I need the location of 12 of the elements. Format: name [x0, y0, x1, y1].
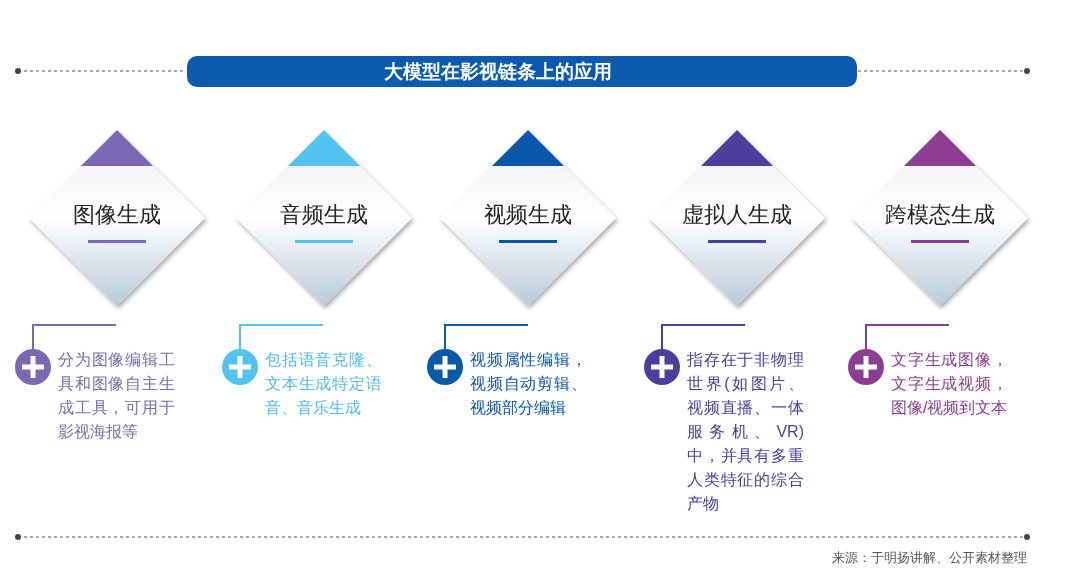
description-text: 指存在于非物理世界(如图片、视频直播、一体服务机、VR)中，并具有多重人类特征的综合产物 — [687, 350, 804, 514]
description-text: 分为图像编辑工具和图像自主生成工具，可用于影视海报等 — [58, 350, 175, 442]
source-caption: 来源：于明扬讲解、公开素材整理 — [832, 549, 1027, 567]
diamond-heading: 跨模态生成 — [884, 201, 996, 229]
diamond-heading: 视频生成 — [483, 201, 573, 229]
description-text: 包括语音克隆、文本生成特定语音、音乐生成 — [265, 350, 382, 418]
diamond-heading: 图像生成 — [72, 201, 162, 229]
description-text: 视频属性编辑，视频自动剪辑、视频部分编辑 — [470, 350, 587, 418]
diamond-heading: 音频生成 — [279, 201, 369, 229]
description-text: 文字生成图像，文字生成视频，图像/视频到文本 — [891, 350, 1008, 418]
diamond-heading: 虚拟人生成 — [681, 201, 793, 229]
title-text: 大模型在影视链条上的应用 — [384, 59, 612, 84]
